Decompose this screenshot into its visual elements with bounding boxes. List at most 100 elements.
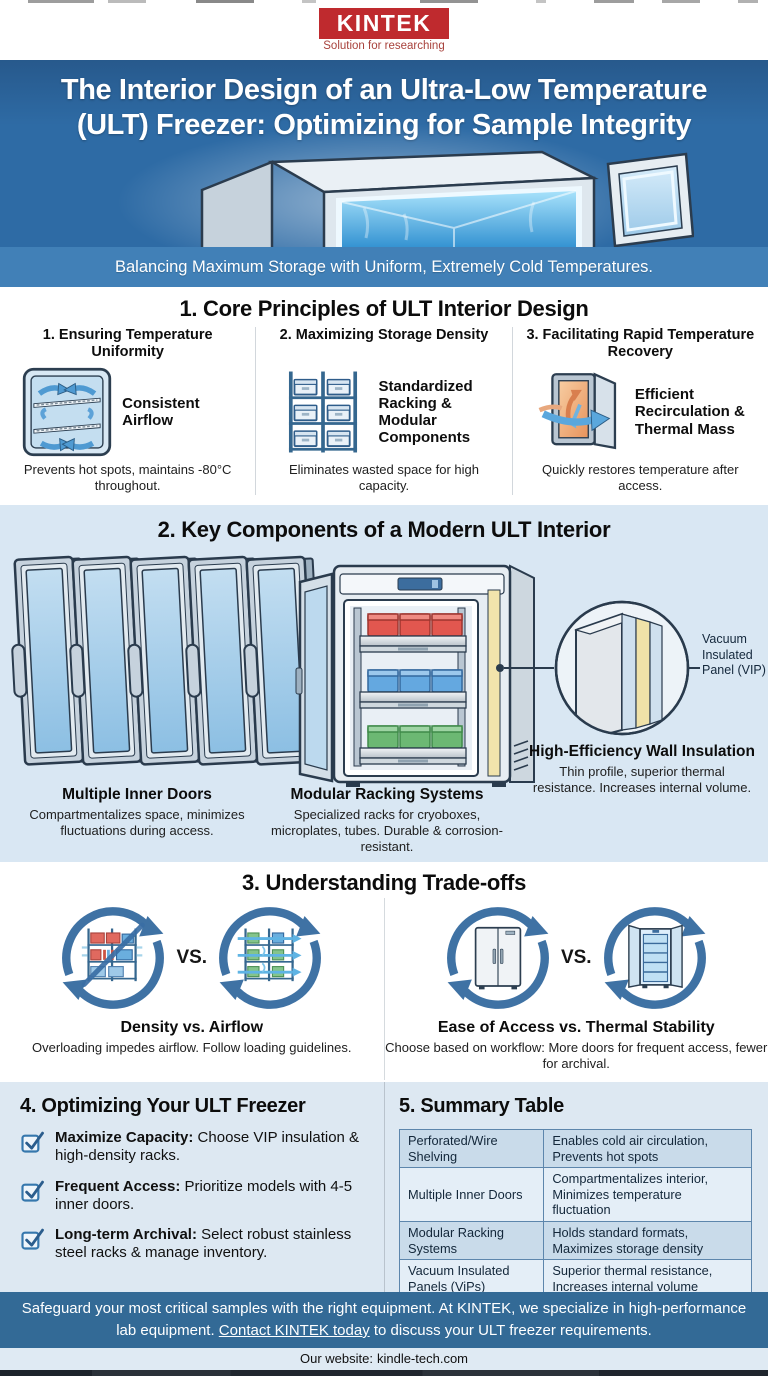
contact-kintek-link[interactable]: Contact KINTEK today [218,1322,370,1339]
overloaded-rack-icon [62,907,165,1009]
scan-artifact [28,0,94,3]
table-cell-benefit: Enables cold air circulation, Prevents h… [543,1128,752,1169]
principles-columns: 1. Ensuring Temperature Uniformity [0,327,768,495]
tradeoff-density-airflow: VS. [0,898,384,1080]
component-title: Multiple Inner Doors [62,786,212,803]
checklist-item-capacity: Maximize Capacity: Choose VIP insulation… [20,1129,372,1166]
section1-heading: 1. Core Principles of ULT Interior Desig… [179,296,589,321]
table-row: Perforated/Wire Shelving Enables cold ai… [398,1128,752,1169]
component-title: High-Efficiency Wall Insulation [529,743,755,760]
website-strip: Our website:kindle-tech.com [0,1348,768,1370]
component-racking: Modular Racking Systems Specialized rack… [266,786,508,854]
component-description: Specialized racks for cryoboxes, micropl… [271,806,503,854]
principle-title: 2. Maximizing Storage Density [279,327,489,343]
section4-heading: 4. Optimizing Your ULT Freezer [20,1095,306,1117]
footer-cta-band: Safeguard your most critical samples wit… [0,1292,768,1348]
table-cell-feature: Perforated/Wire Shelving [398,1128,545,1169]
page-title-line1: The Interior Design of an Ultra-Low Temp… [60,74,708,106]
checklist-lead: Long-term Archival: [55,1226,197,1244]
principle-description: Eliminates wasted space for high capacit… [288,462,480,493]
vs-label: VS. [560,947,592,968]
tradeoff-title: Density vs. Airflow [120,1019,264,1036]
checkbox-icon [21,1228,44,1250]
section-key-components: 2. Key Components of a Modern ULT Interi… [0,505,768,862]
logo-tagline: Solution for researching [323,40,445,53]
components-illustration: Vacuum Insulated Panel (VIP) [0,548,768,788]
table-row: Vacuum Insulated Panels (ViPs) Superior … [398,1259,752,1299]
principle-recovery: 3. Facilitating Rapid Temperature Recove… [511,327,768,495]
principle-title: 3. Facilitating Rapid Temperature Recove… [526,327,755,361]
component-description: Compartmentalizes space, minimizes fluct… [29,806,245,838]
checklist-lead: Maximize Capacity: [55,1129,194,1146]
section3-heading: 3. Understanding Trade-offs [241,870,527,895]
section-core-principles: 1. Core Principles of ULT Interior Desig… [0,287,768,505]
summary-table: Perforated/Wire Shelving Enables cold ai… [398,1128,752,1299]
section-summary-table: 5. Summary Table Perforated/Wire Shelvin… [385,1082,768,1299]
checklist-lead: Frequent Access: [55,1177,181,1195]
checkbox-icon [21,1180,44,1202]
freezer-interior-illustration [295,564,535,787]
footer-text-before: Safeguard your most critical samples wit… [21,1300,747,1339]
scan-artifact [738,0,758,3]
checkbox-icon [21,1131,44,1153]
checklist-text: Choose VIP insulation & high-density rac… [55,1129,360,1165]
table-cell-feature: Modular Racking Systems [398,1221,545,1261]
airflow-rack-icon [219,907,321,1009]
principle-caption: Standardized Racking & Modular Component… [378,377,473,447]
vip-callout-label: Vacuum Insulated Panel (VIP) [702,632,766,678]
checklist-item-archival: Long-term Archival: Select robust stainl… [20,1226,372,1263]
hero-banner: The Interior Design of an Ultra-Low Temp… [0,60,768,247]
tradeoff-description: Choose based on workflow: More doors for… [385,1040,768,1071]
vs-label: VS. [176,947,208,968]
principle-density: 2. Maximizing Storage Density [255,327,511,495]
component-description: Thin profile, superior thermal resistanc… [532,763,752,795]
ult-interior-illustration [11,555,700,787]
scan-artifact [536,0,546,3]
table-cell-feature: Multiple Inner Doors [398,1167,545,1223]
tradeoff-description: Overloading impedes airflow. Follow load… [32,1040,352,1055]
table-cell-benefit: Superior thermal resistance, Increases i… [543,1259,752,1299]
table-row: Modular Racking Systems Holds standard f… [398,1221,752,1261]
checklist-text: Prioritize models with 4-5 inner doors. [55,1177,353,1213]
hero-freezer-illustration [200,150,694,247]
kintek-logo: KINTEK [318,8,450,40]
checklist-text: Select robust stainless steel racks & ma… [55,1226,352,1262]
section-tradeoffs: 3. Understanding Trade-offs [0,862,768,1082]
principle-description: Quickly restores temperature after acces… [542,462,739,493]
door-heat-recovery-icon [538,372,616,450]
component-title: Modular Racking Systems [290,786,484,803]
component-inner-doors: Multiple Inner Doors Compartmentalizes s… [12,786,262,839]
page-header: KINTEK Solution for researching [0,0,768,62]
scan-artifact [108,0,146,3]
principle-title: 1. Ensuring Temperature Uniformity [42,327,213,361]
table-cell-benefit: Holds standard formats, Maximizes storag… [543,1221,752,1261]
scan-artifact [662,0,700,3]
inner-doors-illustration [11,555,325,766]
principle-caption: Efficient Recirculation & Thermal Mass [634,386,745,438]
table-row: Multiple Inner Doors Compartmentalizes i… [398,1167,752,1223]
open-freezer-icon [603,907,706,1009]
table-cell-feature: Vacuum Insulated Panels (ViPs) [398,1259,545,1299]
scan-artifact [420,0,478,3]
callout-dot [496,664,504,672]
checklist-item-access: Frequent Access: Prioritize models with … [20,1178,372,1215]
footer-text-after: to discuss your ULT freezer requirements… [369,1322,652,1339]
footer-cta-text: Safeguard your most critical samples wit… [3,1298,765,1342]
tradeoff-title: Ease of Access vs. Thermal Stability [437,1019,715,1036]
scan-artifact [302,0,316,3]
principle-uniformity: 1. Ensuring Temperature Uniformity [0,327,255,495]
hero-subtitle-band: Balancing Maximum Storage with Uniform, … [0,247,768,287]
section-optimizing: 4. Optimizing Your ULT Freezer Maximize … [0,1082,385,1292]
component-insulation: High-Efficiency Wall Insulation Thin pro… [528,743,756,796]
closed-freezer-icon [447,907,549,1009]
website-url[interactable]: kindle-tech.com [376,1351,469,1366]
vip-inset-illustration [554,600,690,736]
principle-description: Prevents hot spots, maintains -80°C thro… [23,462,232,493]
airflow-circulation-icon [22,367,112,457]
principle-caption: Consistent Airflow [122,394,200,429]
section5-heading: 5. Summary Table [399,1095,564,1117]
scan-artifact [594,0,634,3]
section2-heading: 2. Key Components of a Modern ULT Interi… [157,517,611,542]
section-optimize-summary: 4. Optimizing Your ULT Freezer Maximize … [0,1082,768,1299]
